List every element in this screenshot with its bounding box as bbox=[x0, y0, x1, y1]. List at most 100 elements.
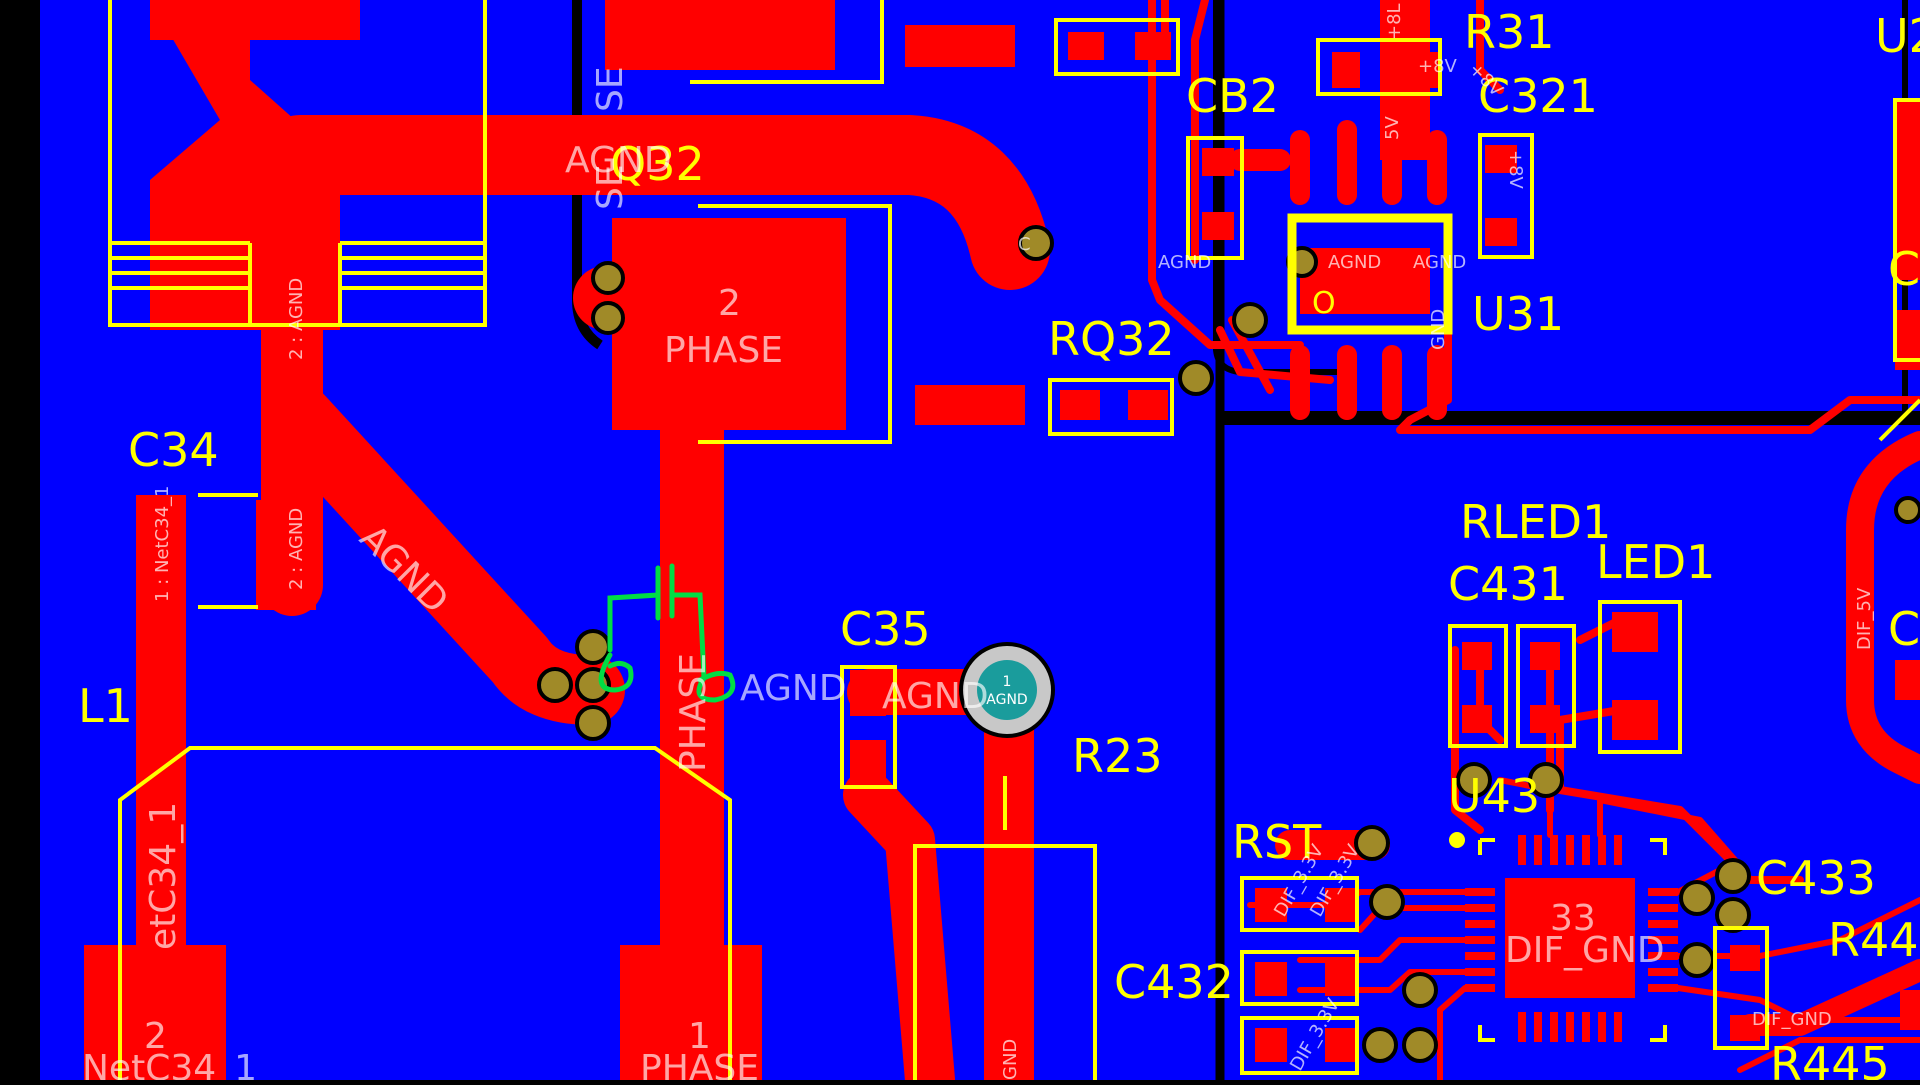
bottom-right-trace[interactable] bbox=[1737, 1037, 1920, 1073]
c321-pad-2[interactable] bbox=[1485, 218, 1517, 246]
u43-pins-bottom[interactable] bbox=[1518, 1012, 1622, 1042]
ref-rst[interactable]: RST bbox=[1232, 815, 1322, 869]
ref-c431[interactable]: C431 bbox=[1448, 557, 1568, 611]
silk-c43x bbox=[1240, 1016, 1359, 1075]
l1-pad-2[interactable] bbox=[84, 945, 226, 1080]
u31-trace[interactable] bbox=[1396, 256, 1920, 434]
net-label-plus8-rot: +8L bbox=[1384, 3, 1405, 40]
ref-c-partial[interactable]: C bbox=[1888, 242, 1920, 296]
ref-c-partial[interactable]: C bbox=[1888, 602, 1920, 656]
rq32-left-trace[interactable] bbox=[915, 385, 1025, 425]
silk-c432 bbox=[1240, 950, 1359, 1006]
green-markup-annotation bbox=[598, 563, 736, 703]
ref-cb2[interactable]: CB2 bbox=[1186, 69, 1279, 123]
u43-trace[interactable] bbox=[1597, 797, 1738, 863]
r31-pad-1[interactable] bbox=[1332, 52, 1360, 88]
ref-c321[interactable]: C321 bbox=[1478, 69, 1598, 123]
u43-pins-left[interactable] bbox=[1465, 888, 1495, 992]
u31-exposed-pad[interactable] bbox=[1300, 248, 1430, 314]
ref-r44[interactable]: R44 bbox=[1828, 913, 1919, 967]
net-label-dif5v: DIF_5V bbox=[1854, 587, 1875, 650]
c433-pad-2[interactable] bbox=[1730, 1015, 1760, 1041]
ref-c433[interactable]: C433 bbox=[1756, 851, 1876, 905]
l1-pad-1[interactable] bbox=[620, 945, 762, 1080]
agnd-mounting-via[interactable] bbox=[959, 642, 1055, 738]
ref-r445[interactable]: R445 bbox=[1770, 1037, 1890, 1085]
u43-trace[interactable] bbox=[1297, 937, 1468, 963]
ref-c34[interactable]: C34 bbox=[128, 423, 219, 477]
net-label-netc34: 1 : NetC34_1 bbox=[152, 486, 173, 602]
net-label-gnd-u31: GND bbox=[1428, 309, 1449, 350]
ref-led1[interactable]: LED1 bbox=[1596, 535, 1715, 589]
led1-pad-2[interactable] bbox=[1612, 700, 1658, 740]
net-label-5v-rot: 5V bbox=[1382, 116, 1403, 140]
silk-c321 bbox=[1478, 133, 1534, 259]
u43-trace[interactable] bbox=[1675, 985, 1920, 1023]
c34-pad-2[interactable] bbox=[256, 500, 316, 610]
u31-trace[interactable] bbox=[1476, 0, 1504, 94]
c35-trace-down[interactable] bbox=[843, 770, 955, 1085]
c433-pad-1[interactable] bbox=[1730, 945, 1760, 971]
rq32-pad-2[interactable] bbox=[1128, 390, 1168, 420]
top-resistor-trace[interactable] bbox=[905, 25, 1015, 67]
c-right-pad[interactable] bbox=[1895, 660, 1920, 700]
q32-gate-pad[interactable] bbox=[605, 0, 835, 70]
u43-pins-right[interactable] bbox=[1648, 888, 1678, 992]
rled1-pad-1[interactable] bbox=[1462, 642, 1492, 670]
silk-rst bbox=[1240, 876, 1359, 932]
net-label-netc34: NetC34_1 bbox=[82, 1048, 257, 1080]
rst-pad-2[interactable] bbox=[1325, 888, 1357, 922]
top-resistor-pad-1[interactable] bbox=[1068, 32, 1104, 60]
ref-q32[interactable]: Q32 bbox=[610, 137, 705, 191]
ref-rled1[interactable]: RLED1 bbox=[1460, 495, 1611, 549]
ref-l1[interactable]: L1 bbox=[78, 679, 133, 733]
ref-u2[interactable]: U2 bbox=[1875, 9, 1920, 63]
cb2-pad-1[interactable] bbox=[1202, 148, 1234, 176]
silk-q32-outline bbox=[698, 204, 892, 444]
ref-rq32[interactable]: RQ32 bbox=[1048, 312, 1175, 366]
ref-r23[interactable]: R23 bbox=[1072, 729, 1163, 783]
net-label-dif-gnd: DIF_GND bbox=[1505, 930, 1665, 971]
via-label-num: 1 bbox=[1003, 674, 1012, 690]
led1-pad-1[interactable] bbox=[1612, 612, 1658, 652]
c43x-pad-2[interactable] bbox=[1325, 1028, 1357, 1062]
agnd-trace-top[interactable] bbox=[260, 115, 1050, 290]
silk-c431 bbox=[1516, 624, 1576, 748]
u31-trace[interactable] bbox=[1191, 0, 1209, 264]
r44-pad[interactable] bbox=[1900, 990, 1920, 1030]
u43-trace[interactable] bbox=[1437, 985, 1468, 1083]
ref-c432[interactable]: C432 bbox=[1114, 955, 1234, 1009]
c431-pad-2[interactable] bbox=[1530, 705, 1560, 733]
c43x-pad-1[interactable] bbox=[1255, 1028, 1287, 1062]
u2-pad[interactable] bbox=[1895, 100, 1920, 280]
rled1-pad-2[interactable] bbox=[1462, 705, 1492, 733]
r23-gnd-trace[interactable] bbox=[984, 700, 1034, 1080]
ref-r31[interactable]: R31 bbox=[1464, 5, 1555, 59]
silk-u43-corners bbox=[1478, 838, 1667, 1042]
c321-pad-1[interactable] bbox=[1485, 145, 1517, 173]
q32-phase-pad[interactable] bbox=[612, 218, 846, 430]
silk-u31-body bbox=[1287, 213, 1453, 335]
u43-exposed-pad[interactable] bbox=[1505, 878, 1635, 998]
u31-trace[interactable] bbox=[1148, 0, 1304, 349]
rst-pad-1[interactable] bbox=[1255, 888, 1287, 922]
ref-c35[interactable]: C35 bbox=[840, 602, 931, 656]
u43-trace[interactable] bbox=[1675, 897, 1920, 959]
rq32-pad-1[interactable] bbox=[1060, 390, 1100, 420]
net-label-phase-num: 2 bbox=[718, 283, 741, 324]
c35-pad-1[interactable] bbox=[850, 670, 886, 716]
cb2-pad-2[interactable] bbox=[1202, 212, 1234, 240]
ref-u43[interactable]: U43 bbox=[1448, 769, 1540, 823]
c432-pad-1[interactable] bbox=[1255, 962, 1287, 996]
ref-u31[interactable]: U31 bbox=[1472, 287, 1564, 341]
dif5v-trace[interactable] bbox=[1846, 431, 1920, 784]
c431-pad-1[interactable] bbox=[1530, 642, 1560, 670]
led-trace[interactable] bbox=[1556, 706, 1804, 884]
u43-pins-top[interactable] bbox=[1518, 835, 1622, 865]
c432-pad-2[interactable] bbox=[1325, 962, 1357, 996]
net-label-gnd: GND bbox=[1000, 1039, 1021, 1080]
r31-pad-2[interactable] bbox=[1410, 52, 1438, 88]
led-trace[interactable] bbox=[1451, 646, 1484, 834]
